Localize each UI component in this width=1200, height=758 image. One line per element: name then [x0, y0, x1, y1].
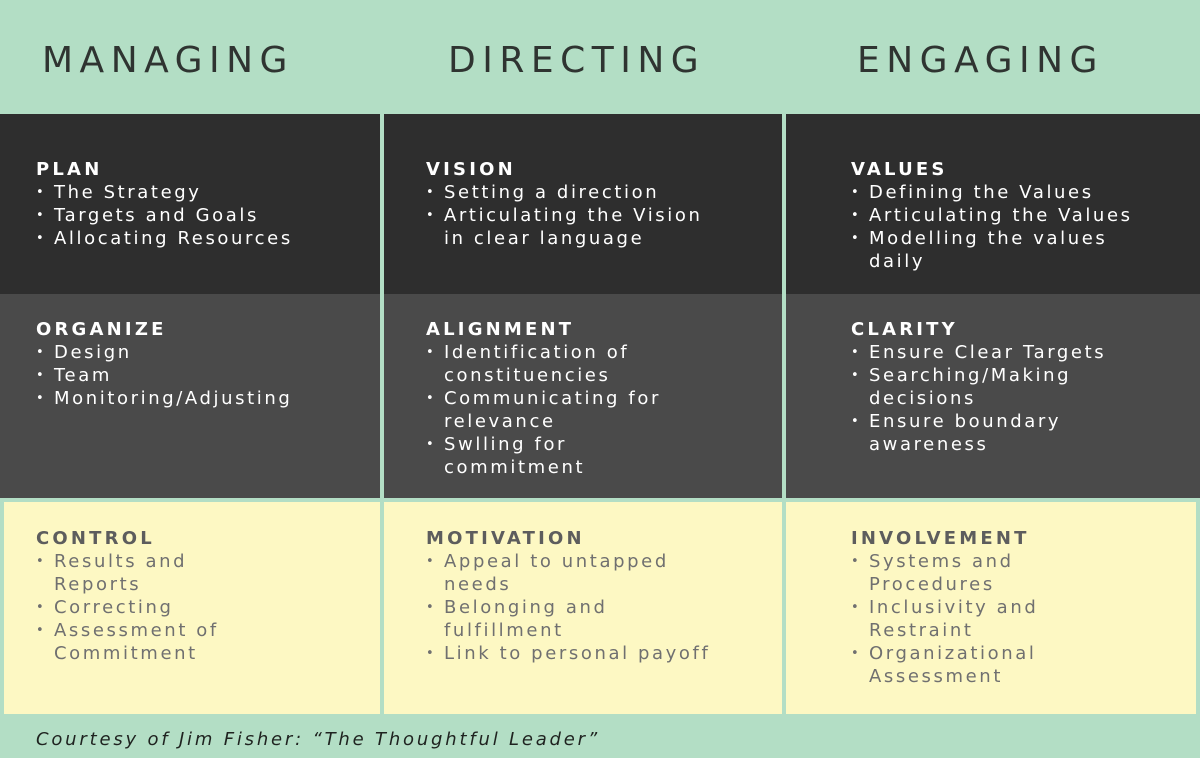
- list-item: Communicating for relevance: [426, 387, 696, 433]
- cell-title: INVOLVEMENT: [851, 528, 1030, 549]
- bullet-list: Design Team Monitoring/Adjusting: [36, 341, 380, 410]
- list-item: Systems and Procedures: [851, 550, 1073, 596]
- list-item: Ensure Clear Targets: [851, 341, 1126, 364]
- list-item: Articulating the Values: [851, 204, 1151, 227]
- list-item: Searching/Making decisions: [851, 364, 1126, 410]
- list-item: Targets and Goals: [36, 204, 380, 227]
- list-item: Allocating Resources: [36, 227, 380, 250]
- cell-involvement: INVOLVEMENT Systems and Procedures Inclu…: [786, 502, 1196, 714]
- bullet-list: The Strategy Targets and Goals Allocatin…: [36, 181, 380, 250]
- list-item: Monitoring/Adjusting: [36, 387, 380, 410]
- bullet-list: Appeal to untapped needs Belonging and f…: [426, 550, 736, 665]
- cell-clarity: CLARITY Ensure Clear Targets Searching/M…: [786, 294, 1200, 498]
- list-item: Link to personal payoff: [426, 642, 736, 665]
- cell-organize: ORGANIZE Design Team Monitoring/Adjustin…: [0, 294, 380, 498]
- cell-control: CONTROL Results and Reports Correcting A…: [4, 502, 380, 714]
- list-item: Inclusivity and Restraint: [851, 596, 1073, 642]
- list-item: Organizational Assessment: [851, 642, 1073, 688]
- column-header-bar: MANAGING DIRECTING ENGAGING: [0, 0, 1200, 114]
- list-item: Identification of constituencies: [426, 341, 696, 387]
- list-item: Modelling the values daily: [851, 227, 1151, 273]
- list-item: Team: [36, 364, 380, 387]
- list-item: Results and Reports: [36, 550, 281, 596]
- column-title-directing: DIRECTING: [448, 40, 706, 81]
- list-item: Appeal to untapped needs: [426, 550, 686, 596]
- column-title-engaging: ENGAGING: [857, 40, 1104, 81]
- cell-title: CONTROL: [36, 528, 155, 549]
- bullet-list: Identification of constituencies Communi…: [426, 341, 696, 479]
- cell-title: ORGANIZE: [36, 319, 167, 340]
- list-item: Correcting: [36, 596, 281, 619]
- bullet-list: Systems and Procedures Inclusivity and R…: [851, 550, 1073, 688]
- cell-title: MOTIVATION: [426, 528, 585, 549]
- cell-title: CLARITY: [851, 319, 958, 340]
- list-item: Swlling for commitment: [426, 433, 696, 479]
- list-item: Assessment of Commitment: [36, 619, 281, 665]
- column-title-managing: MANAGING: [42, 40, 294, 81]
- cell-vision: VISION Setting a direction Articulating …: [384, 114, 782, 294]
- cell-values: VALUES Defining the Values Articulating …: [786, 114, 1200, 294]
- source-credit: Courtesy of Jim Fisher: “The Thoughtful …: [36, 729, 600, 750]
- list-item: Belonging and fulfillment: [426, 596, 646, 642]
- cell-title: PLAN: [36, 159, 103, 180]
- list-item: Ensure boundary awareness: [851, 410, 1126, 456]
- bullet-list: Setting a direction Articulating the Vis…: [426, 181, 726, 250]
- list-item: Setting a direction: [426, 181, 726, 204]
- cell-plan: PLAN The Strategy Targets and Goals Allo…: [0, 114, 380, 294]
- cell-title: ALIGNMENT: [426, 319, 575, 340]
- list-item: The Strategy: [36, 181, 380, 204]
- bullet-list: Ensure Clear Targets Searching/Making de…: [851, 341, 1126, 456]
- bullet-list: Results and Reports Correcting Assessmen…: [36, 550, 281, 665]
- list-item: Articulating the Vision in clear languag…: [426, 204, 726, 250]
- list-item: Design: [36, 341, 380, 364]
- cell-alignment: ALIGNMENT Identification of constituenci…: [384, 294, 782, 498]
- bullet-list: Defining the Values Articulating the Val…: [851, 181, 1151, 273]
- list-item: Defining the Values: [851, 181, 1151, 204]
- cell-title: VISION: [426, 159, 516, 180]
- cell-title: VALUES: [851, 159, 948, 180]
- cell-motivation: MOTIVATION Appeal to untapped needs Belo…: [384, 502, 782, 714]
